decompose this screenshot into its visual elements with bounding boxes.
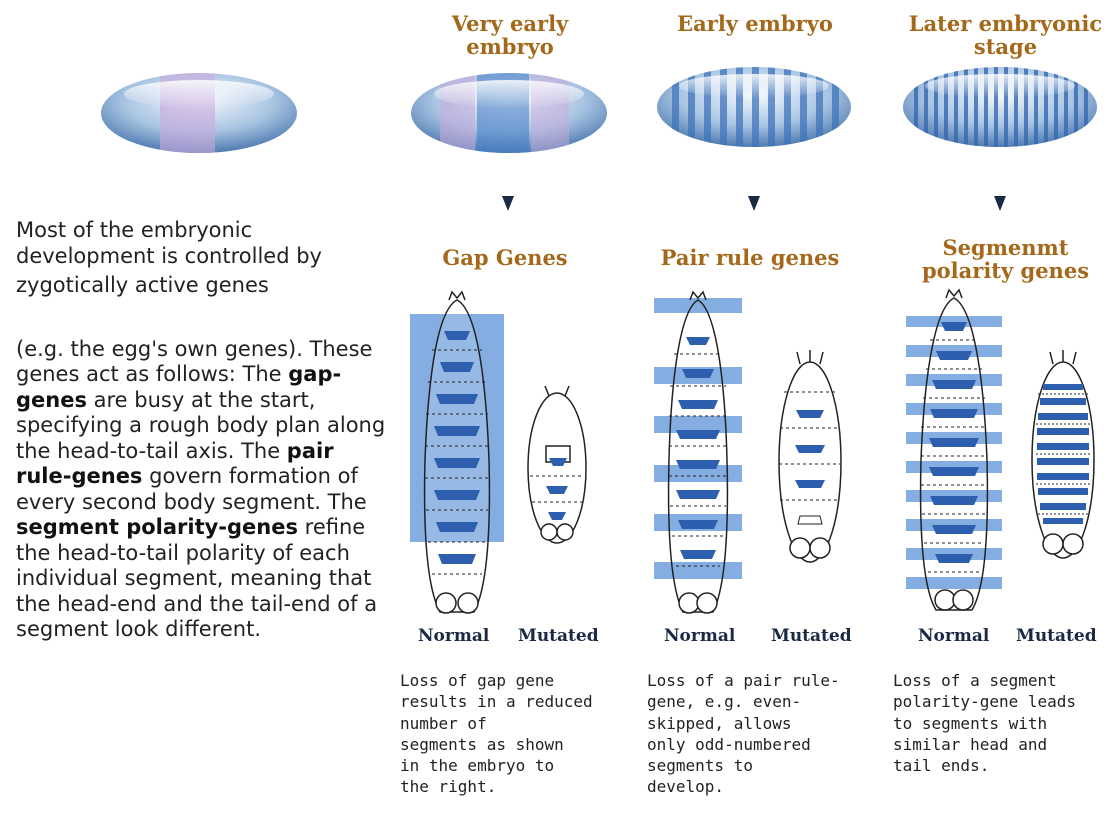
intro-spacer	[16, 299, 388, 337]
caption-line: the right.	[400, 776, 640, 797]
down-arrow-icon	[748, 196, 760, 211]
caption-line: segments as shown	[400, 734, 640, 755]
caption-line: polarity-gene leads	[893, 691, 1118, 712]
pair-rule-normal-larva	[654, 292, 742, 613]
label-normal-segment-polarity: Normal	[918, 626, 989, 646]
label-mutated-segment-polarity: Mutated	[1016, 626, 1097, 646]
gap-mutated-larva	[528, 386, 586, 543]
caption-line: Loss of a pair rule-	[647, 670, 887, 691]
egg-unstaged	[101, 70, 297, 160]
gene-title-line: Segmenmt	[893, 236, 1118, 259]
caption-line: skipped, allows	[647, 713, 887, 734]
label-normal-pair-rule: Normal	[664, 626, 735, 646]
egg-very-early	[411, 70, 607, 160]
caption-line: number of	[400, 713, 640, 734]
label-mutated-gap: Mutated	[518, 626, 599, 646]
caption-pair-rule: Loss of a pair rule- gene, e.g. even- sk…	[647, 670, 887, 798]
caption-line: gene, e.g. even-	[647, 691, 887, 712]
intro-paragraph: (e.g. the egg's own genes). These genes …	[16, 337, 388, 643]
caption-gap: Loss of gap gene results in a reduced nu…	[400, 670, 640, 798]
intro-text: Most of the embryonic development is con…	[16, 218, 388, 643]
intro-line: zygotically active genes	[16, 273, 388, 299]
caption-segment-polarity: Loss of a segment polarity-gene leads to…	[893, 670, 1118, 776]
intro-line: Most of the embryonic	[16, 218, 388, 244]
caption-line: Loss of a segment	[893, 670, 1118, 691]
egg-early	[657, 60, 851, 160]
caption-line: segments to	[647, 755, 887, 776]
caption-line: only odd-numbered	[647, 734, 887, 755]
caption-line: results in a reduced	[400, 691, 640, 712]
down-arrow-icon	[994, 196, 1006, 211]
caption-line: Loss of gap gene	[400, 670, 640, 691]
gene-title-line: polarity genes	[893, 259, 1118, 282]
gene-title-gap: Gap Genes	[400, 246, 610, 269]
caption-line: in the embryo to	[400, 755, 640, 776]
pair-rule-mutated-larva	[779, 350, 841, 562]
egg-later	[903, 60, 1097, 160]
caption-line: tail ends.	[893, 755, 1118, 776]
gap-normal-larva	[410, 292, 504, 613]
gene-title-line: Pair rule genes	[645, 246, 855, 269]
gene-title-segment-polarity: Segmenmt polarity genes	[893, 236, 1118, 282]
caption-line: develop.	[647, 776, 887, 797]
label-normal-gap: Normal	[418, 626, 489, 646]
caption-line: similar head and	[893, 734, 1118, 755]
down-arrow-icon	[502, 196, 514, 211]
intro-line: development is controlled by	[16, 244, 388, 270]
segment-polarity-normal-larva	[906, 290, 1002, 610]
segment-polarity-genes-term: segment polarity-genes	[16, 515, 298, 539]
gene-title-line: Gap Genes	[400, 246, 610, 269]
caption-line: to segments with	[893, 713, 1118, 734]
gene-title-pair-rule: Pair rule genes	[645, 246, 855, 269]
segment-polarity-mutated-larva	[1032, 350, 1094, 558]
label-mutated-pair-rule: Mutated	[771, 626, 852, 646]
